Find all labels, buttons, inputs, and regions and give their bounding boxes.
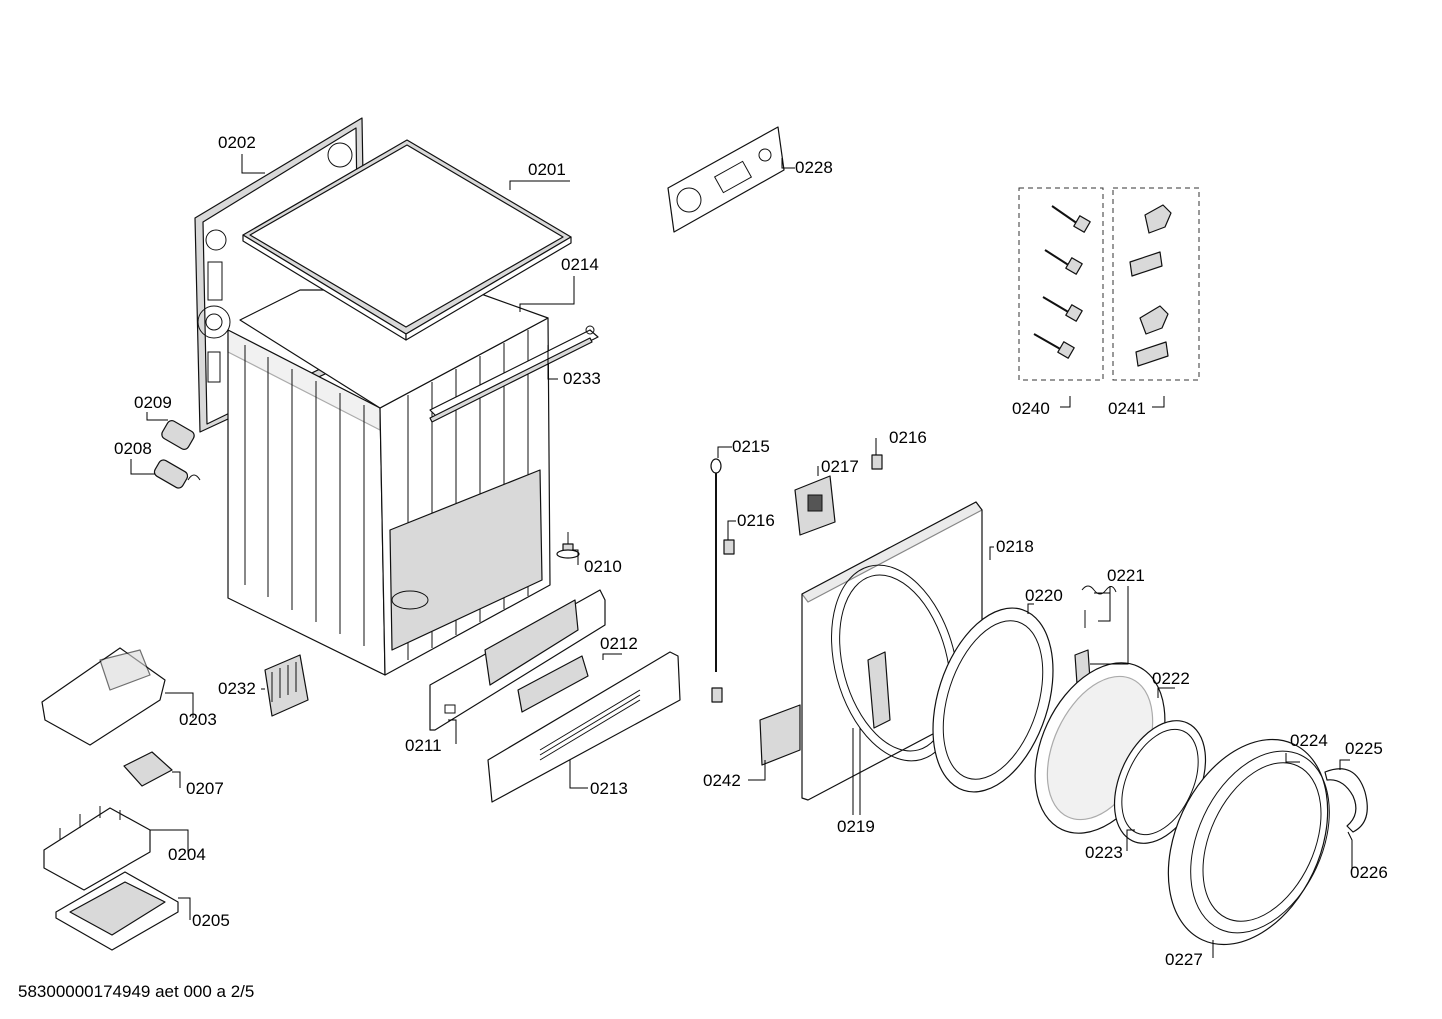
- fascia-frame-part: [429, 589, 606, 731]
- clip-part-0241-4: [1135, 341, 1169, 367]
- part-label-0219: 0219: [837, 817, 875, 836]
- screw-set-group-box: [1018, 187, 1104, 381]
- part-label-0225: 0225: [1345, 739, 1383, 758]
- part-label-0205: 0205: [192, 911, 230, 930]
- part-label-0240: 0240: [1012, 399, 1050, 418]
- part-label-0232: 0232: [218, 679, 256, 698]
- part-label-0209: 0209: [134, 393, 172, 412]
- pump-part-0208: [153, 459, 201, 489]
- bottom-fascia-part: [487, 651, 681, 803]
- leader-lines: [130, 154, 1353, 958]
- part-label-0241: 0241: [1108, 399, 1146, 418]
- electronic-module-part-0204: [43, 806, 151, 891]
- door-seal-ring-part: [932, 607, 1054, 793]
- door-lock-part: [794, 475, 836, 536]
- part-label-0228: 0228: [795, 158, 833, 177]
- cabinet-housing-part: [227, 289, 551, 676]
- cover-part-0203: [41, 647, 166, 746]
- screw-part-0240-3: [1042, 296, 1083, 322]
- part-label-0226: 0226: [1350, 863, 1388, 882]
- top-rail-part: [429, 325, 599, 423]
- insulation-part-0242: [759, 704, 801, 766]
- part-label-0208: 0208: [114, 439, 152, 458]
- part-label-0222: 0222: [1152, 669, 1190, 688]
- board-part-0207: [123, 751, 173, 787]
- part-label-0216-upper: 0216: [889, 428, 927, 447]
- part-label-0220: 0220: [1025, 586, 1063, 605]
- outer-door-ring-part: [1167, 738, 1330, 946]
- part-label-0202: 0202: [218, 133, 256, 152]
- document-code: 58300000174949 aet 000 a 2/5: [18, 982, 255, 1001]
- hinge-part-0216-lower: [723, 539, 735, 555]
- clip-part-0241-3: [1139, 305, 1169, 335]
- hinge-part-lower: [711, 687, 723, 703]
- part-label-0212: 0212: [600, 634, 638, 653]
- part-label-0242: 0242: [703, 771, 741, 790]
- part-label-0217: 0217: [821, 457, 859, 476]
- part-label-0213: 0213: [590, 779, 628, 798]
- screw-part-0240-4: [1033, 333, 1075, 359]
- part-label-0223: 0223: [1085, 843, 1123, 862]
- part-label-0216-lower: 0216: [737, 511, 775, 530]
- hinge-part-0216-upper: [871, 454, 883, 470]
- part-label-0201: 0201: [528, 160, 566, 179]
- top-cover-part: [242, 139, 572, 341]
- part-label-0218: 0218: [996, 537, 1034, 556]
- part-label-0224: 0224: [1290, 731, 1328, 750]
- adjustable-foot-part: [556, 532, 580, 559]
- part-label-0215: 0215: [732, 437, 770, 456]
- part-label-0233: 0233: [563, 369, 601, 388]
- pump-part-0209: [161, 420, 195, 450]
- part-label-0211: 0211: [405, 736, 442, 755]
- screw-part-0240-2: [1044, 249, 1083, 275]
- clip-set-group-box: [1112, 187, 1200, 381]
- door-handle-part: [1324, 768, 1368, 833]
- module-part-0232: [264, 654, 309, 717]
- part-label-0214: 0214: [561, 255, 599, 274]
- housing-tray-part-0205: [55, 871, 179, 951]
- part-label-0210: 0210: [584, 557, 622, 576]
- door-rod-part: [710, 458, 722, 672]
- screw-part-0240-1: [1051, 205, 1091, 233]
- clip-part-0241-2: [1129, 251, 1163, 277]
- part-label-0227: 0227: [1165, 950, 1203, 969]
- handle-insert-part: [517, 655, 589, 713]
- part-labels: 0202 0201 0214 0233 0228 0209 0208 0210 …: [114, 133, 1388, 969]
- part-label-0221: 0221: [1107, 566, 1145, 585]
- clip-part-0241-1: [1144, 204, 1172, 234]
- control-panel-overlay-part: [667, 126, 785, 233]
- part-label-0204: 0204: [168, 845, 206, 864]
- part-label-0207: 0207: [186, 779, 224, 798]
- part-label-0203: 0203: [179, 710, 217, 729]
